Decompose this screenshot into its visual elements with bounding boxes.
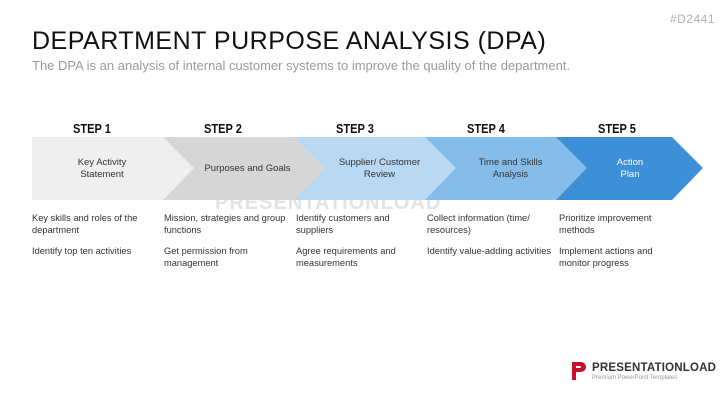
step-2-description: Mission, strategies and group functions … <box>164 213 289 279</box>
logo-mark-icon <box>572 362 586 380</box>
step-1-arrow <box>32 137 196 200</box>
step-1-item: Key skills and roles of the department <box>32 213 138 235</box>
step-4-arrow <box>425 137 589 200</box>
step-5-item: Prioritize improvement methods <box>559 213 652 235</box>
step-4-label: STEP 4 <box>467 121 505 136</box>
step-1-label: STEP 1 <box>73 121 111 136</box>
step-2-label: STEP 2 <box>204 121 242 136</box>
step-4-item: Collect information (time/ resources) <box>427 213 530 235</box>
step-5-item: Implement actions and monitor progress <box>559 246 653 268</box>
step-3-arrow <box>294 137 458 200</box>
step-3-description: Identify customers and suppliers Agree r… <box>296 213 421 279</box>
step-5-arrow <box>556 137 703 200</box>
logo-name: PRESENTATIONLOAD <box>592 361 717 374</box>
step-3-label: STEP 3 <box>336 121 374 136</box>
step-5-description: Prioritize improvement methods Implement… <box>559 213 684 279</box>
page-title: DEPARTMENT PURPOSE ANALYSIS (DPA) <box>32 27 547 55</box>
slide-code: #D2441 <box>669 12 715 26</box>
step-2-item: Get permission from management <box>164 246 248 268</box>
step-4-item: Identify value-adding activities <box>427 246 552 256</box>
step-3-item: Identify customers and suppliers <box>296 213 390 235</box>
logo-tagline: Premium PowerPoint Templates <box>592 374 678 381</box>
page-subtitle: The DPA is an analysis of internal custo… <box>32 58 571 73</box>
step-2-text: Purposes and Goals <box>204 163 291 174</box>
step-5-label: STEP 5 <box>598 121 636 136</box>
step-2-item: Mission, strategies and group functions <box>164 213 286 235</box>
presentationload-logo: PRESENTATIONLOAD Premium PowerPoint Temp… <box>570 360 716 382</box>
step-3-item: Agree requirements and measurements <box>296 246 396 268</box>
step-2-arrow <box>163 137 327 200</box>
step-1-description: Key skills and roles of the department I… <box>32 213 157 268</box>
step-1-item: Identify top ten activities <box>32 246 132 256</box>
step-4-description: Collect information (time/ resources) Id… <box>427 213 552 268</box>
process-arrows <box>32 137 703 200</box>
